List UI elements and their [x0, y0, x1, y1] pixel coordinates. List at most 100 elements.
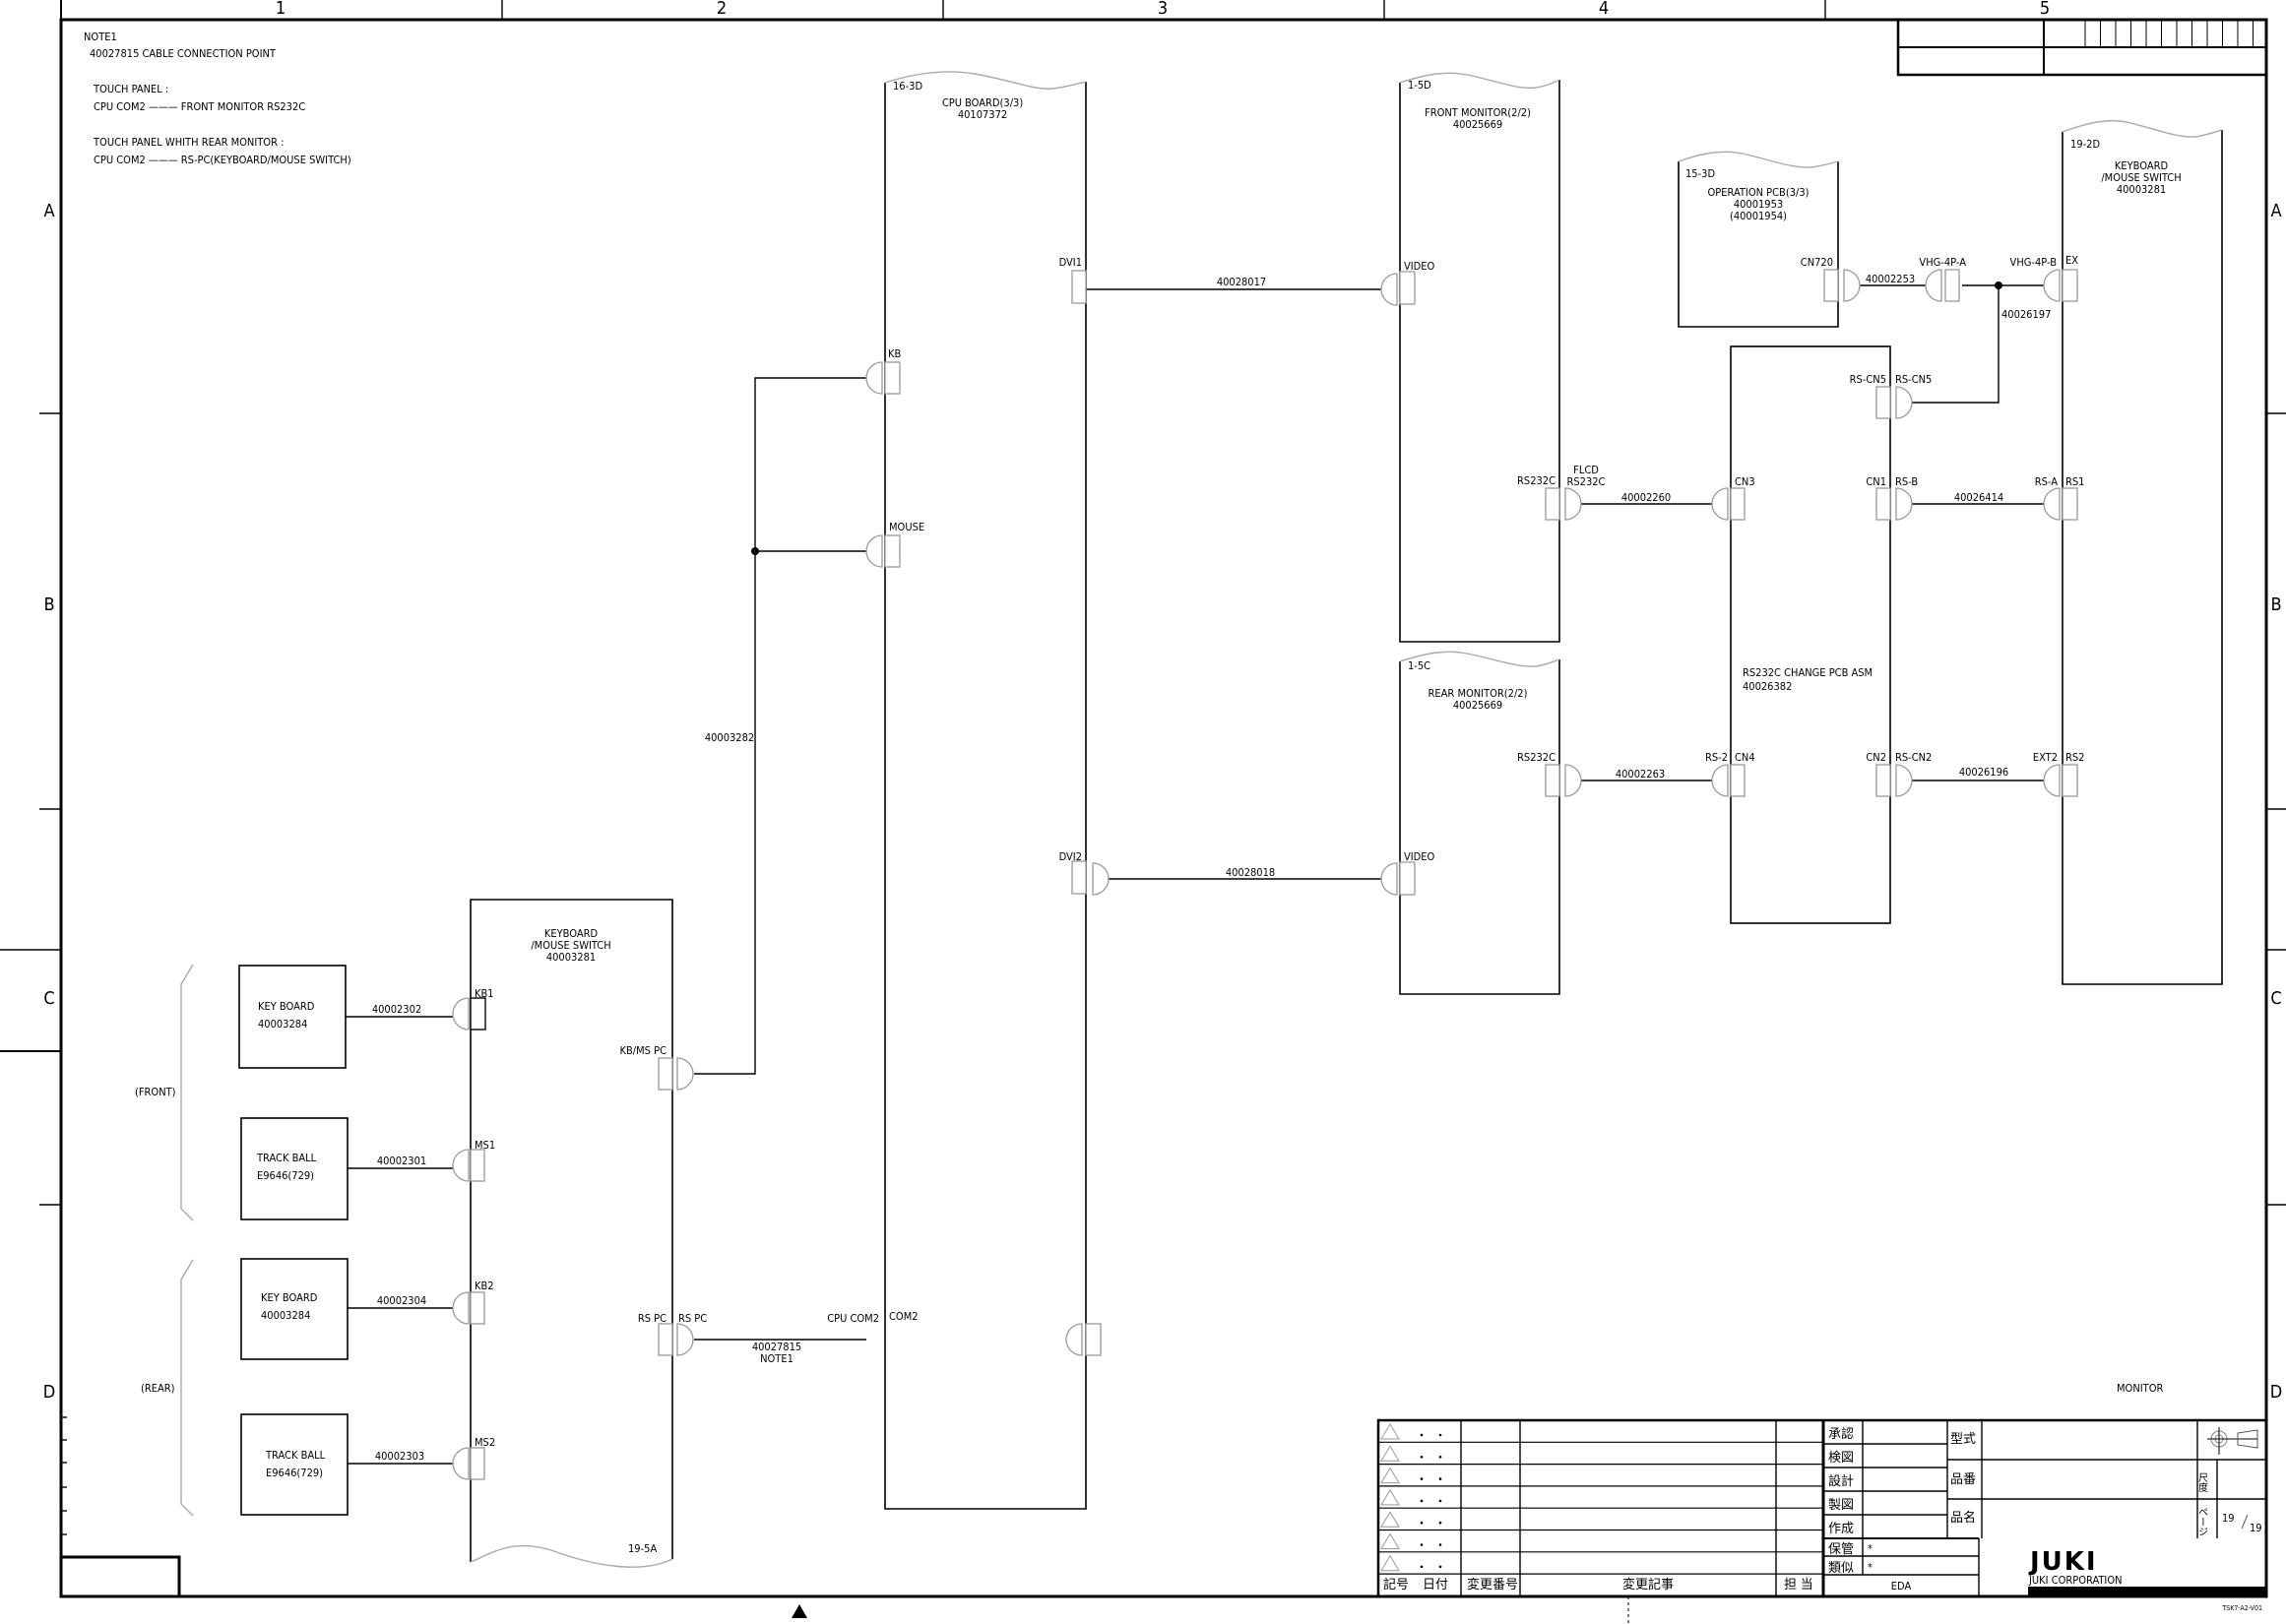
- revision-mark-icon: [1380, 1423, 1400, 1440]
- plug-icon: [1925, 269, 1942, 302]
- receptacle-icon: [1071, 270, 1087, 304]
- plug-label: RS232C: [1567, 475, 1606, 488]
- plug-icon: [1711, 764, 1729, 797]
- row-label: D: [2270, 1382, 2282, 1403]
- drawing-title: MONITOR: [2117, 1382, 2163, 1395]
- cable-label: 40002253: [1866, 273, 1915, 285]
- cable-label: 40002303: [375, 1450, 424, 1463]
- receptacle-icon: [1071, 860, 1087, 895]
- keyboard-front: KEY BOARD 40003284: [238, 965, 347, 1069]
- connector-label: KB/MS PC: [620, 1044, 667, 1057]
- device-name: TRACK BALL: [256, 1152, 317, 1164]
- column-label: 4: [1599, 0, 1609, 19]
- row-label: A: [43, 201, 54, 221]
- revision-header: 担 当: [1784, 1578, 1813, 1593]
- connector-label: RS1: [2065, 475, 2084, 488]
- receptacle-icon: [1823, 269, 1839, 302]
- logo-text: JUKI: [2028, 1547, 2098, 1577]
- plug-icon: [676, 1057, 694, 1091]
- revision-header: 記号: [1383, 1577, 1409, 1593]
- sheet-reference: 16-3D: [893, 80, 922, 93]
- receptacle-icon: [1944, 269, 1960, 302]
- receptacle-icon: [2062, 487, 2078, 521]
- receptacle-icon: [470, 1291, 485, 1325]
- board-part-number: 40001953: [1734, 198, 1783, 211]
- revision-header: 変更記事: [1622, 1577, 1674, 1593]
- note-line: CPU COM2 ——— RS-PC(KEYBOARD/MOUSE SWITCH…: [94, 154, 351, 166]
- revision-mark-icon: [1380, 1445, 1400, 1462]
- board-name: KEYBOARD: [2115, 159, 2169, 172]
- receptacle-icon: [2062, 269, 2078, 302]
- note-line: 40027815 CABLE CONNECTION POINT: [90, 47, 277, 60]
- receptacle-icon: [1399, 271, 1416, 305]
- device-name: TRACK BALL: [265, 1449, 326, 1462]
- plug-icon: [1092, 862, 1110, 896]
- plug-icon: [865, 534, 883, 568]
- third-angle-projection-icon: [2207, 1427, 2258, 1455]
- note-title: NOTE1: [84, 31, 117, 43]
- receptacle-icon: [470, 1447, 485, 1480]
- device-part-number: 40003284: [258, 1018, 307, 1031]
- device-part-number: 40003284: [261, 1309, 310, 1322]
- connector-label: KB1: [475, 987, 494, 1000]
- connector-label: KB: [888, 347, 901, 360]
- cable-label: 40002304: [377, 1294, 426, 1307]
- plug-icon: [1843, 269, 1861, 302]
- plug-icon: [2043, 487, 2061, 521]
- receptacle-icon: [884, 534, 901, 568]
- connector-label: DVI1: [1059, 256, 1082, 269]
- board-name: FRONT MONITOR(2/2): [1425, 106, 1531, 119]
- board-part-number: 40025669: [1453, 118, 1502, 131]
- trackball-front: TRACK BALL E9646(729): [240, 1117, 349, 1220]
- receptacle-icon: [1085, 1323, 1102, 1356]
- approval-label: 作成: [1828, 1522, 1854, 1536]
- sheet-reference: 19-5A: [628, 1542, 657, 1555]
- plug-icon: [2043, 764, 2061, 797]
- connector-label: MS2: [475, 1436, 495, 1449]
- cable-label: 40002260: [1621, 491, 1671, 504]
- note-line: TOUCH PANEL :: [93, 83, 168, 95]
- company-name: JUKI CORPORATION: [2028, 1574, 2123, 1587]
- plug-label: RS-CN5: [1895, 373, 1932, 386]
- group-label: (FRONT): [135, 1086, 176, 1098]
- cable-label: 40026197: [2001, 308, 2051, 321]
- board-name: /MOUSE SWITCH: [2101, 171, 2181, 184]
- center-mark-icon: [792, 1604, 807, 1618]
- plug-icon: [1564, 764, 1582, 797]
- column-label: 1: [276, 0, 286, 19]
- cpu-board: 16-3D CPU BOARD(3/3) 40107372 KB MOUSE D…: [884, 71, 1087, 1510]
- keyboard-mouse-switch-left: KEYBOARD /MOUSE SWITCH 40003281 19-5A KB…: [470, 899, 673, 1568]
- cable-40003282: [694, 377, 866, 1075]
- plug-label: RS-2: [1705, 751, 1728, 764]
- receptacle-icon: [2062, 764, 2078, 797]
- eda-label: EDA: [1891, 1580, 1912, 1593]
- row-label: D: [43, 1382, 55, 1403]
- plug-label: VHG-4P-A: [1919, 256, 1966, 269]
- cable-label: 40002263: [1616, 768, 1665, 781]
- column-label: 5: [2040, 0, 2050, 19]
- plug-label: RS-B: [1895, 475, 1918, 488]
- connector-label: EX: [2065, 254, 2078, 267]
- row-label: B: [43, 594, 54, 615]
- title-block: 記号 日付 変更番号 変更記事 担 当 承認 検図 設計 製図 作成 保管 * …: [1376, 1418, 2268, 1612]
- board-part-number: 40003281: [2117, 183, 2166, 196]
- board-name: CPU BOARD(3/3): [942, 96, 1024, 109]
- storage-value: *: [1868, 1542, 1873, 1555]
- connector-label: KB2: [475, 1280, 494, 1292]
- juki-logo: JUKI JUKI CORPORATION: [2028, 1547, 2266, 1596]
- connector-label: RS232C: [1517, 474, 1556, 487]
- plug-icon: [452, 1149, 470, 1182]
- board-part-number: 40003281: [546, 951, 596, 964]
- plug-icon: [676, 1323, 694, 1356]
- plug-label: VHG-4P-B: [2010, 256, 2058, 269]
- receptacle-icon: [1399, 861, 1416, 896]
- sheet-reference: 15-3D: [1685, 167, 1715, 180]
- cable-label: 40028017: [1217, 276, 1266, 288]
- board-name: /MOUSE SWITCH: [531, 939, 610, 952]
- form-code: TSK7-A2-V01: [2221, 1604, 2262, 1612]
- note-line: TOUCH PANEL WHITH REAR MONITOR :: [93, 136, 284, 149]
- connector-label: CN2: [1866, 751, 1886, 764]
- junction-dot-icon: [751, 547, 759, 555]
